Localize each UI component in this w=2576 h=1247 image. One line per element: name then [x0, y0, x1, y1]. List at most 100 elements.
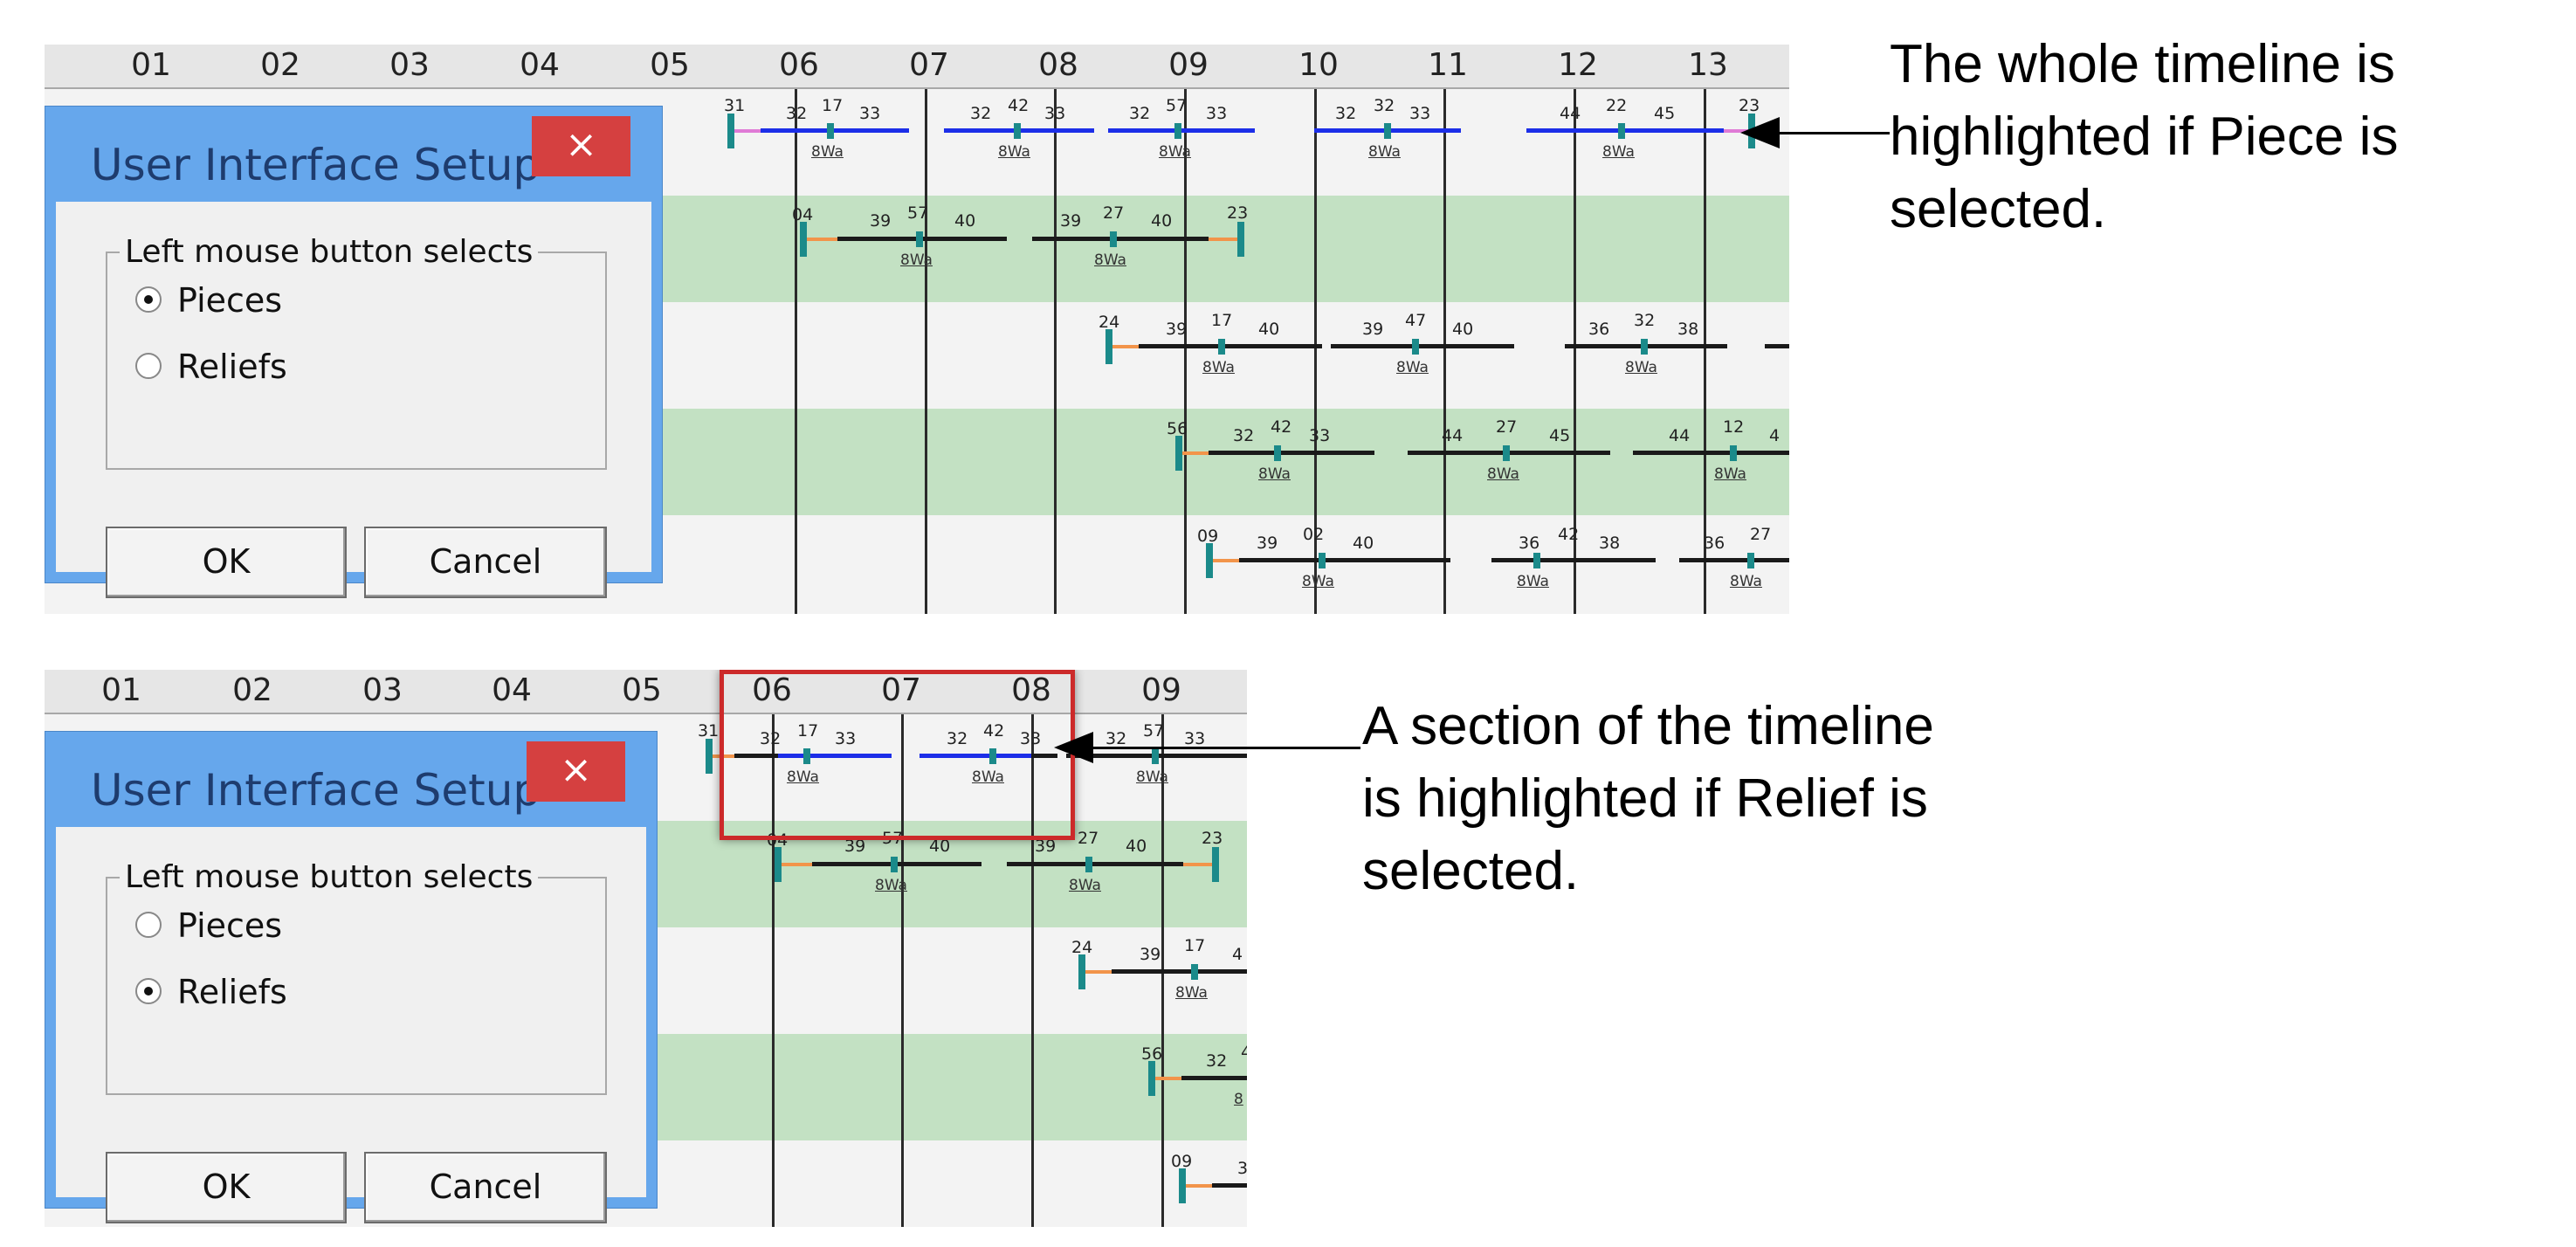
piece-marker[interactable] — [1412, 339, 1419, 355]
timeline-piece[interactable] — [1633, 451, 1789, 455]
piece-marker[interactable] — [1319, 553, 1326, 568]
piece-marker[interactable] — [1747, 553, 1754, 568]
piece-marker[interactable] — [1384, 123, 1391, 139]
timeline-piece[interactable] — [1108, 128, 1255, 133]
close-button[interactable]: × — [532, 116, 630, 176]
row-number: 32 — [947, 729, 968, 748]
piece-marker[interactable] — [1533, 553, 1540, 568]
timeline-start-marker[interactable] — [1175, 436, 1182, 471]
timeline-piece[interactable] — [1139, 344, 1322, 348]
row-number: 27 — [1496, 417, 1518, 437]
annotation-line: highlighted if Piece is — [1890, 107, 2399, 167]
timeline-piece[interactable] — [1331, 344, 1514, 348]
ruler-label: 03 — [362, 672, 403, 708]
timeline-start-marker[interactable] — [1105, 329, 1112, 364]
timeline-piece[interactable] — [734, 754, 778, 758]
timeline-lead-in — [1186, 1184, 1212, 1188]
user-interface-setup-dialog: User Interface Setup × Left mouse button… — [45, 731, 658, 1223]
ok-button[interactable]: OK — [106, 527, 347, 598]
piece-marker[interactable] — [1730, 445, 1737, 461]
radio-circle[interactable] — [135, 912, 162, 938]
timeline-piece[interactable] — [1032, 237, 1209, 241]
radio-circle[interactable] — [135, 286, 162, 313]
row-number: 32 — [786, 104, 808, 123]
piece-marker[interactable] — [1503, 445, 1510, 461]
piece-marker[interactable] — [1174, 123, 1181, 139]
selection-group: Left mouse button selects Pieces Reliefs — [106, 859, 607, 1095]
row-number: 44 — [1560, 104, 1581, 123]
timeline-start-marker[interactable] — [1179, 1168, 1186, 1203]
timeline-piece[interactable] — [1031, 754, 1057, 758]
timeline-start-marker[interactable] — [775, 847, 782, 882]
timeline-lead-in — [1182, 451, 1209, 455]
timeline-piece[interactable] — [1181, 1076, 1247, 1080]
piece-marker[interactable] — [1618, 123, 1625, 139]
piece-marker[interactable] — [891, 857, 898, 872]
row-number: 22 — [1606, 96, 1628, 115]
row-number: 27 — [1750, 525, 1772, 544]
piece-sublabel: 8Wa — [1625, 359, 1657, 376]
piece-marker[interactable] — [827, 123, 834, 139]
cancel-button[interactable]: Cancel — [364, 527, 607, 598]
timeline-start-marker[interactable] — [706, 739, 713, 774]
piece-sublabel: 8Wa — [1094, 251, 1126, 269]
row-number: 33 — [1206, 104, 1228, 123]
timeline-end-marker[interactable] — [1212, 847, 1219, 882]
time-ruler: 01 02 03 04 05 06 07 08 09 10 11 12 13 — [45, 45, 1789, 89]
timeline-piece[interactable] — [1679, 558, 1789, 562]
row-number: 04 — [792, 205, 814, 224]
timeline-start-marker[interactable] — [1078, 954, 1085, 989]
piece-marker[interactable] — [1274, 445, 1281, 461]
timeline-piece[interactable] — [761, 128, 909, 133]
ruler-label: 06 — [779, 47, 819, 83]
row-number: 31 — [724, 96, 746, 115]
piece-marker[interactable] — [1152, 748, 1159, 764]
piece-marker[interactable] — [1014, 123, 1021, 139]
ok-button[interactable]: OK — [106, 1152, 347, 1223]
row-number: 57 — [1143, 721, 1165, 741]
piece-marker[interactable] — [1191, 964, 1198, 980]
timeline-piece[interactable] — [1007, 862, 1183, 866]
annotation-reliefs: A section of the timeline is highlighted… — [1362, 690, 1934, 907]
annotation-line: selected. — [1890, 179, 2107, 239]
timeline-lead-out — [1724, 129, 1748, 133]
piece-marker[interactable] — [1085, 857, 1092, 872]
timeline-end-marker[interactable] — [1237, 222, 1244, 257]
row-number: 36 — [1519, 534, 1540, 553]
row-number: 44 — [1442, 426, 1464, 445]
piece-sublabel: 8Wa — [1602, 143, 1635, 161]
radio-circle[interactable] — [135, 978, 162, 1004]
piece-marker[interactable] — [1110, 231, 1117, 247]
piece-sublabel: 8Wa — [875, 877, 907, 894]
timeline-piece[interactable] — [1209, 451, 1374, 455]
timeline-start-marker[interactable] — [727, 114, 734, 148]
timeline-piece[interactable] — [1526, 128, 1724, 133]
ruler-label: 09 — [1141, 672, 1181, 708]
piece-marker[interactable] — [916, 231, 923, 247]
timeline-piece[interactable] — [1239, 558, 1450, 562]
timeline-piece[interactable] — [1491, 558, 1656, 562]
piece-marker[interactable] — [803, 748, 810, 764]
row-number: 39 — [1035, 837, 1057, 856]
row-number: 09 — [1197, 527, 1219, 546]
timeline-start-marker[interactable] — [800, 222, 807, 257]
cancel-button[interactable]: Cancel — [364, 1152, 607, 1223]
timeline-piece-selected[interactable] — [778, 754, 892, 758]
timeline-piece[interactable] — [1212, 1183, 1247, 1188]
timeline-start-marker[interactable] — [1206, 543, 1213, 578]
ruler-label: 05 — [650, 47, 690, 83]
annotation-arrow-line — [1772, 132, 1890, 134]
timeline-start-marker[interactable] — [1148, 1061, 1155, 1096]
row-number: 47 — [1405, 311, 1427, 330]
timeline-piece[interactable] — [1765, 344, 1789, 348]
row-number: 44 — [1669, 426, 1691, 445]
piece-marker[interactable] — [989, 748, 996, 764]
close-button[interactable]: × — [527, 741, 625, 802]
piece-marker[interactable] — [1641, 339, 1648, 355]
piece-marker[interactable] — [1218, 339, 1225, 355]
ruler-label: 07 — [909, 47, 949, 83]
timeline-piece[interactable] — [1112, 969, 1247, 974]
piece-sublabel: 8Wa — [811, 143, 844, 161]
radio-circle[interactable] — [135, 353, 162, 379]
timeline-piece-selected[interactable] — [920, 754, 1031, 758]
